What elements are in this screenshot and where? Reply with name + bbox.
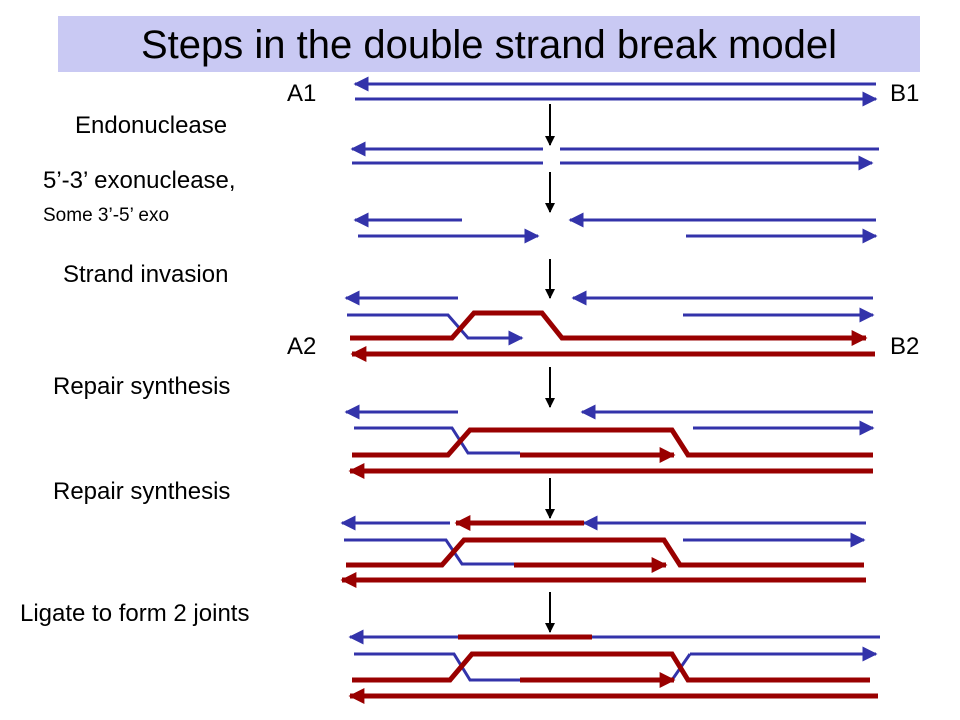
label-repair-synthesis-2: Repair synthesis — [53, 478, 231, 505]
label-b2: B2 — [890, 333, 920, 360]
invading-strand — [347, 313, 524, 346]
label-exo-sub: Some 3’-5’ exo — [43, 205, 170, 226]
donor-strand-top — [346, 537, 864, 568]
label-exonuclease: 5’-3’ exonuclease, — [43, 167, 236, 194]
diagram-title: Steps in the double strand break model — [141, 23, 837, 67]
label-a1: A1 — [287, 80, 317, 107]
donor-strand-top — [352, 651, 870, 683]
label-a2: A2 — [287, 333, 317, 360]
title-background — [58, 16, 920, 72]
label-strand-invasion: Strand invasion — [63, 261, 229, 288]
donor-strand-top — [352, 427, 873, 458]
label-repair-synthesis-1: Repair synthesis — [53, 373, 231, 400]
label-b1: B1 — [890, 80, 920, 107]
label-ligate: Ligate to form 2 joints — [20, 600, 250, 627]
invading-strand — [344, 538, 514, 566]
label-endonuclease: Endonuclease — [75, 112, 228, 139]
donor-strand-top — [350, 310, 868, 347]
ligated-strand — [354, 652, 692, 682]
